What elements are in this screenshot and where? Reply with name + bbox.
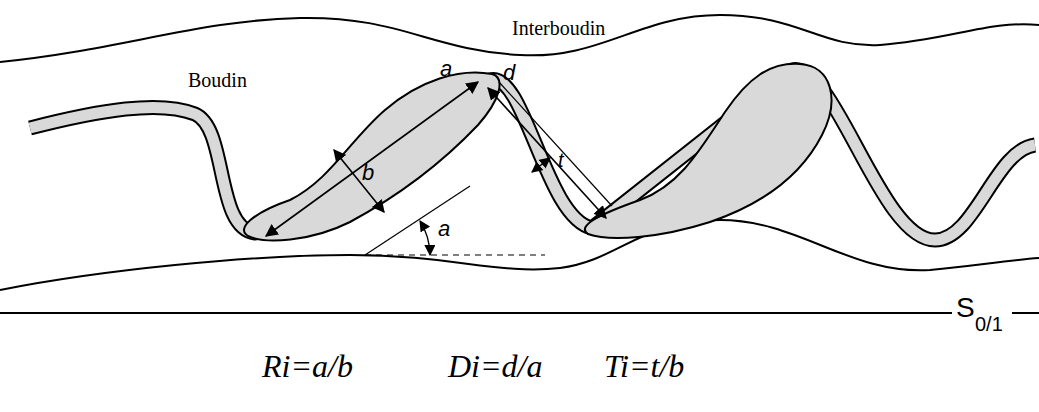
dimension-symbol: d: [503, 62, 515, 84]
foliation-symbol: S: [956, 294, 975, 322]
ratio-formula: Di=d/a: [448, 350, 542, 382]
dimension-symbol: t: [558, 150, 564, 170]
dimension-symbol: a: [440, 58, 452, 80]
layer-name: Boudin: [188, 70, 247, 90]
angle-symbol: a: [438, 218, 450, 240]
foliation-subscript: 0/1: [975, 314, 1003, 334]
ratio-formula: Ti=t/b: [604, 350, 684, 382]
layer-name: Interboudin: [512, 18, 605, 38]
ratio-formula: Ri=a/b: [262, 350, 353, 382]
dimension-symbol: b: [362, 162, 374, 184]
